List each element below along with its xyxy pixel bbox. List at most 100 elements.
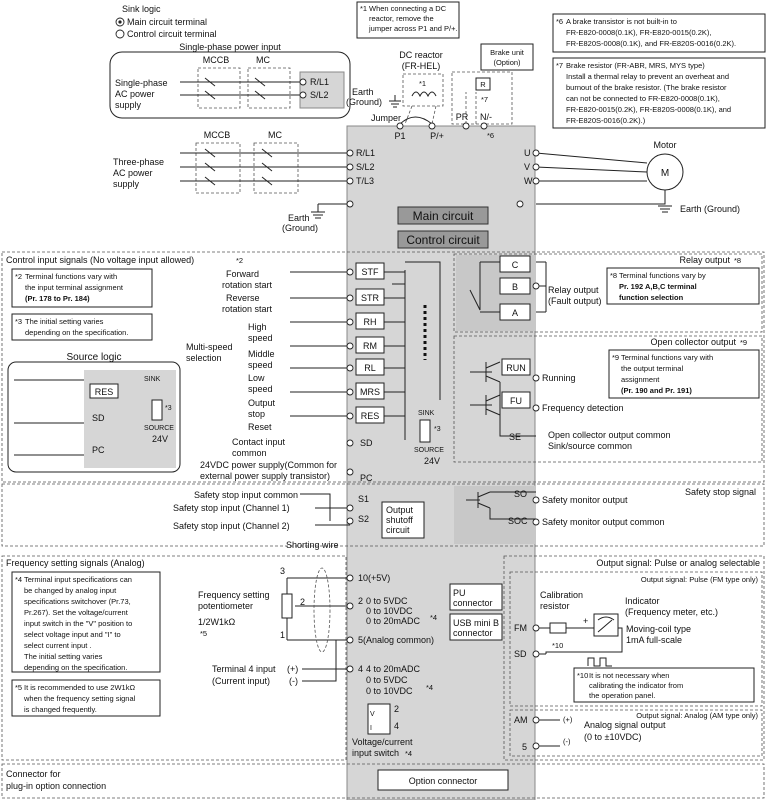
t2c: 0 to 10VDC [366, 606, 413, 616]
note10-mark: *10 [577, 671, 588, 680]
brake-resistor [475, 77, 491, 91]
term-s1 [346, 504, 354, 512]
terminal-stf-label: STF [362, 267, 380, 277]
pu-l2: connector [453, 598, 493, 608]
note3-l2: depending on the specification. [25, 328, 128, 337]
term-earth-right [516, 200, 524, 208]
dc-reactor-dash [402, 73, 444, 107]
ind1: Indicator [625, 596, 660, 606]
usb-connector[interactable] [449, 613, 503, 641]
terminal-rm [346, 342, 354, 350]
ctrl-switch [419, 419, 431, 443]
motor-v: V [524, 162, 530, 172]
meter-needle [597, 616, 615, 633]
t4d: 0 to 10VDC [366, 686, 413, 696]
note1-l2: reactor, remove the [369, 14, 434, 23]
relay-title: Relay output [679, 255, 730, 265]
term-sd2 [532, 650, 540, 658]
earth-wire-left [311, 203, 350, 219]
sw-i: I [370, 725, 372, 732]
note10-box [573, 667, 755, 703]
t2d: 0 to 20mADC [366, 616, 421, 626]
term-sl2 [346, 163, 354, 171]
ind2: (Frequency meter, etc.) [625, 607, 718, 617]
main-terminal-legend-dot [118, 20, 122, 24]
relay-a: A [512, 308, 518, 318]
fm: FM [514, 623, 527, 633]
note4-l5: input switch in the "V" position to [24, 619, 132, 628]
pulse-title: Output signal: Pulse (FM type only) [641, 575, 759, 584]
am-l2: (0 to ±10VDC) [584, 732, 641, 742]
terminal-rm-box [355, 336, 385, 354]
term-sd-label: SD [360, 438, 373, 448]
single-term-r [299, 78, 307, 86]
terminal-mrs-label: MRS [360, 387, 380, 397]
note9-box [608, 349, 760, 399]
three-mccb-dash [195, 142, 241, 194]
note5-l1: It is recommended to use 2W1kΩ [24, 683, 135, 692]
lbl-high1: High [248, 322, 267, 332]
control-circuit-label-box [397, 230, 489, 249]
terminal-mrs-box [355, 382, 385, 400]
coil2: 1mA full-scale [626, 635, 682, 645]
single-mccb-dash [197, 67, 241, 109]
sw-label1: Voltage/current [352, 737, 413, 747]
lbl-multi1: Multi-speed [186, 342, 233, 352]
safety-ch2: Safety stop input (Channel 2) [173, 521, 290, 531]
motor-wires [535, 152, 648, 182]
three-phase-t1: R/L1 [356, 148, 375, 158]
term-10 [346, 574, 354, 582]
dc-reactor-l1: DC reactor [399, 50, 443, 60]
note4-l3: specifications switchover (Pr.73, [24, 597, 131, 606]
three-phase-l1: Three-phase [113, 157, 164, 167]
freq-title: Frequency setting signals (Analog) [6, 558, 145, 568]
pu-connector[interactable] [449, 583, 503, 611]
relay-l1: Relay output [548, 285, 599, 295]
single-earth-symbol [389, 95, 401, 108]
note1-l1: When connecting a DC [369, 4, 447, 13]
safety-wires [300, 493, 350, 526]
am: AM [514, 715, 528, 725]
pot-n2: 2 [300, 597, 305, 607]
note4-mark: *4 [15, 575, 22, 584]
t4b: 4 to 20mADC [366, 664, 421, 674]
note4-l2: be changed by analog input [24, 586, 117, 595]
note9-l4: (Pr. 190 and Pr. 191) [621, 386, 692, 395]
analog-dash [509, 709, 763, 757]
note8-l2: Pr. 192 A,B,C terminal [619, 282, 697, 291]
source-res-box [89, 383, 119, 399]
note4-l7: select current input . [24, 641, 92, 650]
note7-mark: *7 [556, 61, 563, 70]
sink-logic-control: Control circuit terminal [127, 29, 217, 39]
three-phase-l2: AC power [113, 168, 153, 178]
option-connector[interactable] [377, 769, 509, 791]
sink-logic-title: Sink logic [122, 4, 161, 14]
lbl-reset: Reset [248, 422, 272, 432]
relay-c-box [499, 255, 531, 273]
single-earth-1: Earth [352, 87, 374, 97]
note8-l3: function selection [619, 293, 684, 302]
note7-l2: Install a thermal relay to prevent an ov… [566, 72, 729, 81]
relay-b: B [512, 282, 518, 292]
note10-l2: calibrating the indicator from [589, 681, 683, 690]
three-phase-mc: MC [268, 130, 282, 140]
connector-dash [1, 763, 765, 799]
control-input-title: Control input signals (No voltage input … [6, 255, 194, 265]
note6-l1: A brake transistor is not built-in to [566, 17, 677, 26]
oc-common1: Open collector output common [548, 430, 671, 440]
source-logic-title: Source logic [66, 352, 121, 363]
note3-l1: The initial setting varies [25, 317, 104, 326]
note3-mark: *3 [15, 317, 22, 326]
three-mc-dash [253, 142, 299, 194]
term-w [532, 177, 540, 185]
control-input-title-mark: *2 [236, 256, 243, 265]
lbl-pwr2: external power supply transistor) [200, 471, 330, 481]
analog-title: Output signal: Analog (AM type only) [636, 711, 758, 720]
safety-so-transistor [466, 491, 536, 520]
note2-box [11, 268, 153, 308]
terminal-str-box [355, 288, 385, 306]
note5-mark: *5 [15, 683, 22, 692]
oc-fu-box [501, 391, 531, 409]
term-nminus [480, 122, 488, 130]
